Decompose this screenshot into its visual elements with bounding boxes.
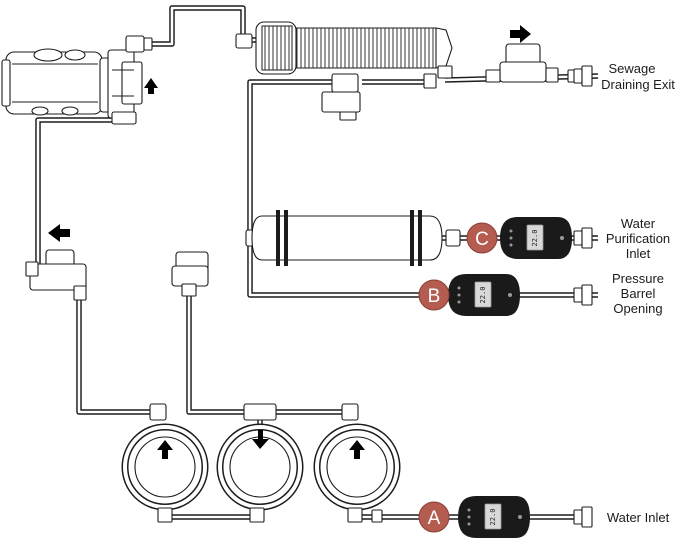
booster-pump xyxy=(1,35,153,125)
waste-solenoid-valve xyxy=(485,43,583,83)
filter-cartridge-1 xyxy=(121,403,209,523)
high-pressure-switch xyxy=(171,251,209,297)
filter-cartridge-2 xyxy=(216,403,304,523)
label-water-inlet: Water Inlet xyxy=(607,510,670,525)
svg-text:Barrel: Barrel xyxy=(621,286,656,301)
up-arrow-icon xyxy=(144,78,158,94)
label-pressure-barrel-opening: Pressure Barrel Opening xyxy=(612,271,664,316)
svg-text:Opening: Opening xyxy=(613,301,662,316)
inlet-solenoid-valve xyxy=(25,249,87,301)
svg-text:B: B xyxy=(428,286,441,307)
svg-text:22.0: 22.0 xyxy=(531,230,539,247)
end-fittings xyxy=(573,65,593,528)
label-water-purification-inlet: Water Purification Inlet xyxy=(606,216,670,261)
ro-membrane xyxy=(235,21,453,121)
svg-text:Purification: Purification xyxy=(606,231,670,246)
svg-text:C: C xyxy=(475,229,489,250)
label-sewage-draining-exit: Sewage Draining Exit xyxy=(601,61,675,92)
svg-text:Pressure: Pressure xyxy=(612,271,664,286)
svg-text:Sewage: Sewage xyxy=(609,61,656,76)
pressure-tank xyxy=(245,210,461,266)
up-arrow-icon xyxy=(349,440,365,459)
marker-c: C xyxy=(466,222,498,254)
tds-meter-a: 22.0 xyxy=(458,496,530,538)
marker-b: B xyxy=(418,279,450,311)
up-arrow-icon xyxy=(157,440,173,459)
svg-text:22.0: 22.0 xyxy=(479,287,487,304)
svg-text:Draining Exit: Draining Exit xyxy=(601,77,675,92)
svg-text:Inlet: Inlet xyxy=(626,246,651,261)
svg-text:22.0: 22.0 xyxy=(489,509,497,526)
svg-text:A: A xyxy=(428,508,441,529)
filter-cartridge-3 xyxy=(313,403,401,523)
marker-a: A xyxy=(418,501,450,533)
right-arrow-icon xyxy=(510,25,531,43)
left-arrow-icon xyxy=(48,224,70,242)
svg-text:Water: Water xyxy=(621,216,656,231)
tds-meter-b: 22.0 xyxy=(448,274,520,316)
tds-meter-c: 22.0 xyxy=(500,217,572,259)
down-arrow-icon xyxy=(252,430,269,449)
